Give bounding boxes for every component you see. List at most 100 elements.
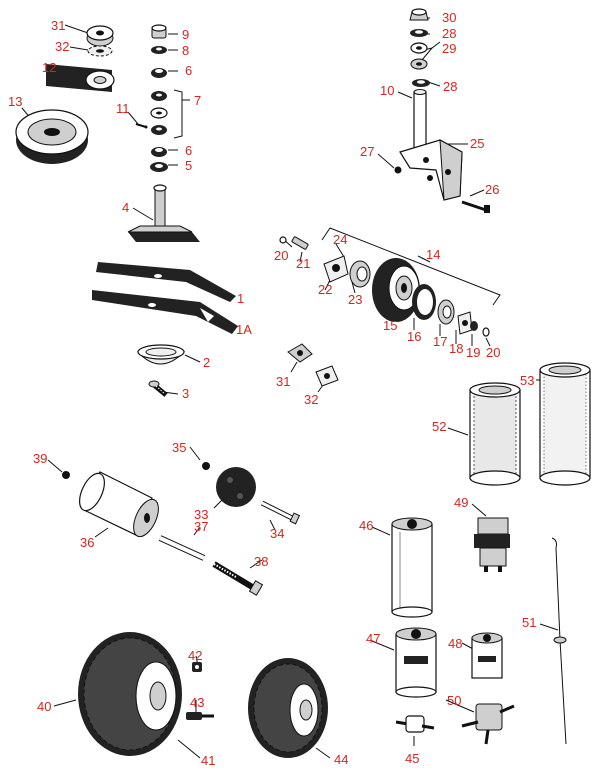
- label-42: 42: [188, 648, 202, 663]
- label-2: 2: [203, 355, 210, 370]
- washer-8[interactable]: [151, 46, 167, 54]
- fitting-20-left[interactable]: [279, 236, 287, 244]
- bearing-29-bottom[interactable]: [410, 58, 428, 70]
- ring-16[interactable]: [412, 284, 436, 320]
- front-tire-40[interactable]: [78, 632, 182, 756]
- label-41: 41: [201, 753, 215, 768]
- label-53: 53: [520, 373, 534, 388]
- mulching-blade-1A[interactable]: [92, 290, 238, 334]
- lock-nut-30[interactable]: [409, 8, 429, 21]
- nut-19[interactable]: [470, 321, 478, 331]
- label-34: 34: [270, 526, 284, 541]
- label-10: 10: [380, 83, 394, 98]
- label-43: 43: [190, 695, 204, 710]
- shaft-37[interactable]: [158, 535, 206, 561]
- label-51: 51: [522, 615, 536, 630]
- part-labels: 31 32 12 13 11 9 8 6 7 6 5 4 1 1A 2 3 30…: [8, 10, 536, 768]
- pulley-with-belt[interactable]: [46, 64, 115, 92]
- oil-filter-46[interactable]: [391, 517, 433, 618]
- label-21: 21: [296, 256, 310, 271]
- tire-15[interactable]: [372, 258, 420, 322]
- spindle-housing[interactable]: [127, 184, 200, 242]
- shaft-34[interactable]: [260, 500, 301, 525]
- dipstick-51[interactable]: [551, 537, 567, 745]
- oil-filter-48[interactable]: [471, 632, 503, 679]
- grease-fitting-39[interactable]: [62, 471, 70, 479]
- inner-air-filter-53[interactable]: [539, 362, 591, 486]
- label-39: 39: [33, 451, 47, 466]
- rear-tire-44[interactable]: [248, 658, 328, 758]
- label-47: 47: [366, 631, 380, 646]
- label-19: 19: [466, 345, 480, 360]
- fuel-pump-50[interactable]: [461, 703, 515, 745]
- pin-21[interactable]: [291, 236, 309, 250]
- label-48: 48: [448, 636, 462, 651]
- bearing-29-top[interactable]: [410, 42, 428, 54]
- label-14: 14: [426, 247, 440, 262]
- grease-fitting-27[interactable]: [394, 166, 402, 174]
- pulley-nut[interactable]: [86, 25, 114, 47]
- hub-cap-22[interactable]: [323, 255, 349, 283]
- label-46: 46: [359, 518, 373, 533]
- label-28a: 28: [442, 26, 456, 41]
- label-1: 1: [237, 291, 244, 306]
- blade-bolt-3[interactable]: [148, 380, 168, 397]
- grease-fitting[interactable]: [135, 123, 148, 129]
- label-50: 50: [447, 693, 461, 708]
- seal-5[interactable]: [150, 162, 168, 172]
- bearing-6-top[interactable]: [151, 68, 167, 78]
- star-washer[interactable]: [87, 45, 113, 57]
- label-22: 22: [318, 282, 332, 297]
- label-7: 7: [194, 93, 201, 108]
- caster-yoke[interactable]: [399, 89, 463, 201]
- label-28b: 28: [443, 79, 457, 94]
- label-30: 30: [442, 10, 456, 25]
- bolt-38[interactable]: [212, 561, 264, 596]
- label-20b: 20: [486, 345, 500, 360]
- spacer-set-7[interactable]: [150, 91, 168, 135]
- label-17: 17: [433, 334, 447, 349]
- label-3: 3: [182, 386, 189, 401]
- fitting-20-right[interactable]: [482, 327, 490, 337]
- hub-18[interactable]: [457, 311, 473, 335]
- oil-filter-47[interactable]: [395, 627, 437, 698]
- coupler-32[interactable]: [315, 365, 339, 387]
- lug-nut-42[interactable]: [192, 662, 202, 672]
- label-6b: 6: [185, 143, 192, 158]
- blade-cup-2[interactable]: [136, 344, 186, 365]
- washer-28-top[interactable]: [410, 29, 428, 37]
- label-26: 26: [485, 182, 499, 197]
- label-15: 15: [383, 318, 397, 333]
- inline-fuel-filter-45[interactable]: [395, 715, 435, 733]
- mower-blade-1[interactable]: [96, 262, 236, 302]
- label-32b: 32: [304, 392, 318, 407]
- washer-28-bottom[interactable]: [412, 79, 430, 87]
- label-8: 8: [182, 43, 189, 58]
- bearing-23[interactable]: [349, 260, 371, 288]
- label-25: 25: [470, 136, 484, 151]
- label-31: 31: [51, 18, 65, 33]
- label-45: 45: [405, 751, 419, 766]
- label-36: 36: [80, 535, 94, 550]
- label-9: 9: [182, 27, 189, 42]
- large-pulley[interactable]: [15, 109, 89, 164]
- seal-17[interactable]: [437, 299, 455, 325]
- roller-ball-33[interactable]: [216, 467, 256, 507]
- bearing-6-bottom[interactable]: [151, 147, 167, 157]
- fuel-filter-49[interactable]: [474, 517, 510, 572]
- label-40: 40: [37, 699, 51, 714]
- bolt-43[interactable]: [186, 712, 214, 720]
- label-29: 29: [442, 41, 456, 56]
- axle-bolt-26[interactable]: [461, 200, 490, 213]
- label-31b: 31: [276, 374, 290, 389]
- nut-9[interactable]: [151, 24, 167, 39]
- fitting-35[interactable]: [202, 462, 210, 470]
- label-16: 16: [407, 329, 421, 344]
- label-32: 32: [55, 39, 69, 54]
- label-23: 23: [348, 292, 362, 307]
- coupler-31[interactable]: [287, 343, 313, 363]
- roller-36[interactable]: [74, 470, 163, 541]
- outer-air-filter-52[interactable]: [469, 382, 521, 486]
